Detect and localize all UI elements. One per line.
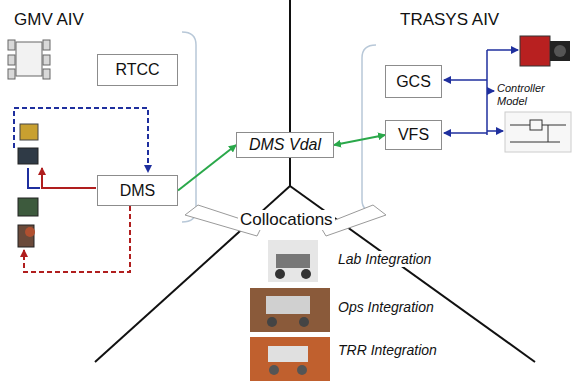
- text-label: TRASYS AIV: [398, 10, 501, 30]
- rover-photos: [250, 240, 330, 381]
- rover-icon: [8, 40, 50, 79]
- process-box: DMS: [97, 175, 178, 206]
- data-loop: [14, 108, 148, 172]
- divider-lines: [95, 0, 535, 362]
- process-box: GCS: [385, 65, 442, 98]
- box-label: RTCC: [115, 61, 159, 79]
- box-label: GCS: [396, 73, 431, 91]
- text-label: GMV AIV: [12, 10, 86, 30]
- control-diagram-icon: [505, 112, 571, 152]
- process-box: DMS Vdal: [236, 132, 334, 158]
- connector-arrow: [178, 145, 236, 191]
- process-box: RTCC: [97, 54, 178, 86]
- box-label: DMS Vdal: [249, 136, 321, 154]
- data-link: [42, 168, 96, 188]
- text-label: Lab Integration: [336, 251, 433, 267]
- camera-icon: [520, 36, 570, 66]
- text-label: Controller Model: [495, 82, 557, 107]
- text-label: Collocations: [238, 210, 335, 230]
- bracket: [182, 32, 196, 222]
- connector-arrow: [334, 135, 385, 145]
- text-label: Ops Integration: [336, 299, 436, 315]
- bracket: [362, 45, 376, 212]
- box-label: VFS: [398, 126, 429, 144]
- data-link: [28, 168, 40, 188]
- process-box: VFS: [385, 120, 442, 150]
- text-label: TRR Integration: [336, 342, 439, 358]
- box-label: DMS: [120, 182, 156, 200]
- data-loop: [24, 206, 130, 272]
